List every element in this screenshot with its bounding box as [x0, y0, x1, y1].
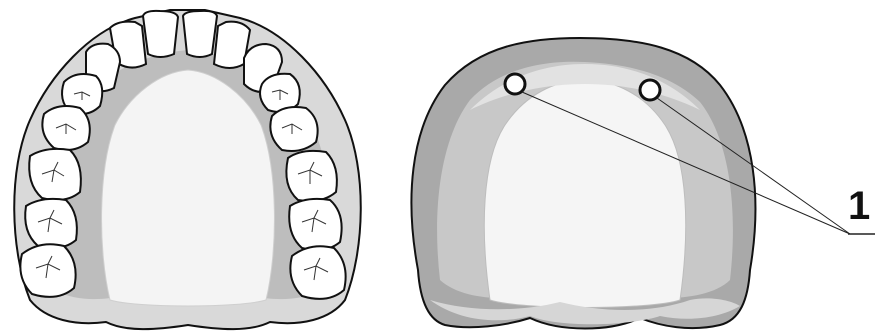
denture-palate — [484, 80, 685, 308]
upper-jaw-palate — [102, 70, 275, 306]
tooth-molar — [25, 199, 77, 248]
tooth-incisor — [183, 11, 217, 57]
marker-left — [505, 74, 525, 94]
callout-label: 1 — [848, 186, 870, 226]
tooth-molar — [290, 246, 345, 299]
tooth-molar — [29, 149, 81, 200]
tooth-molar — [289, 199, 341, 250]
marker-right — [640, 80, 660, 100]
denture-base — [411, 38, 875, 329]
tooth-incisor — [143, 11, 178, 57]
tooth-molar — [20, 244, 75, 297]
tooth-molar — [286, 151, 337, 201]
tooth-premolar — [270, 107, 317, 151]
upper-jaw-with-teeth — [14, 10, 361, 329]
